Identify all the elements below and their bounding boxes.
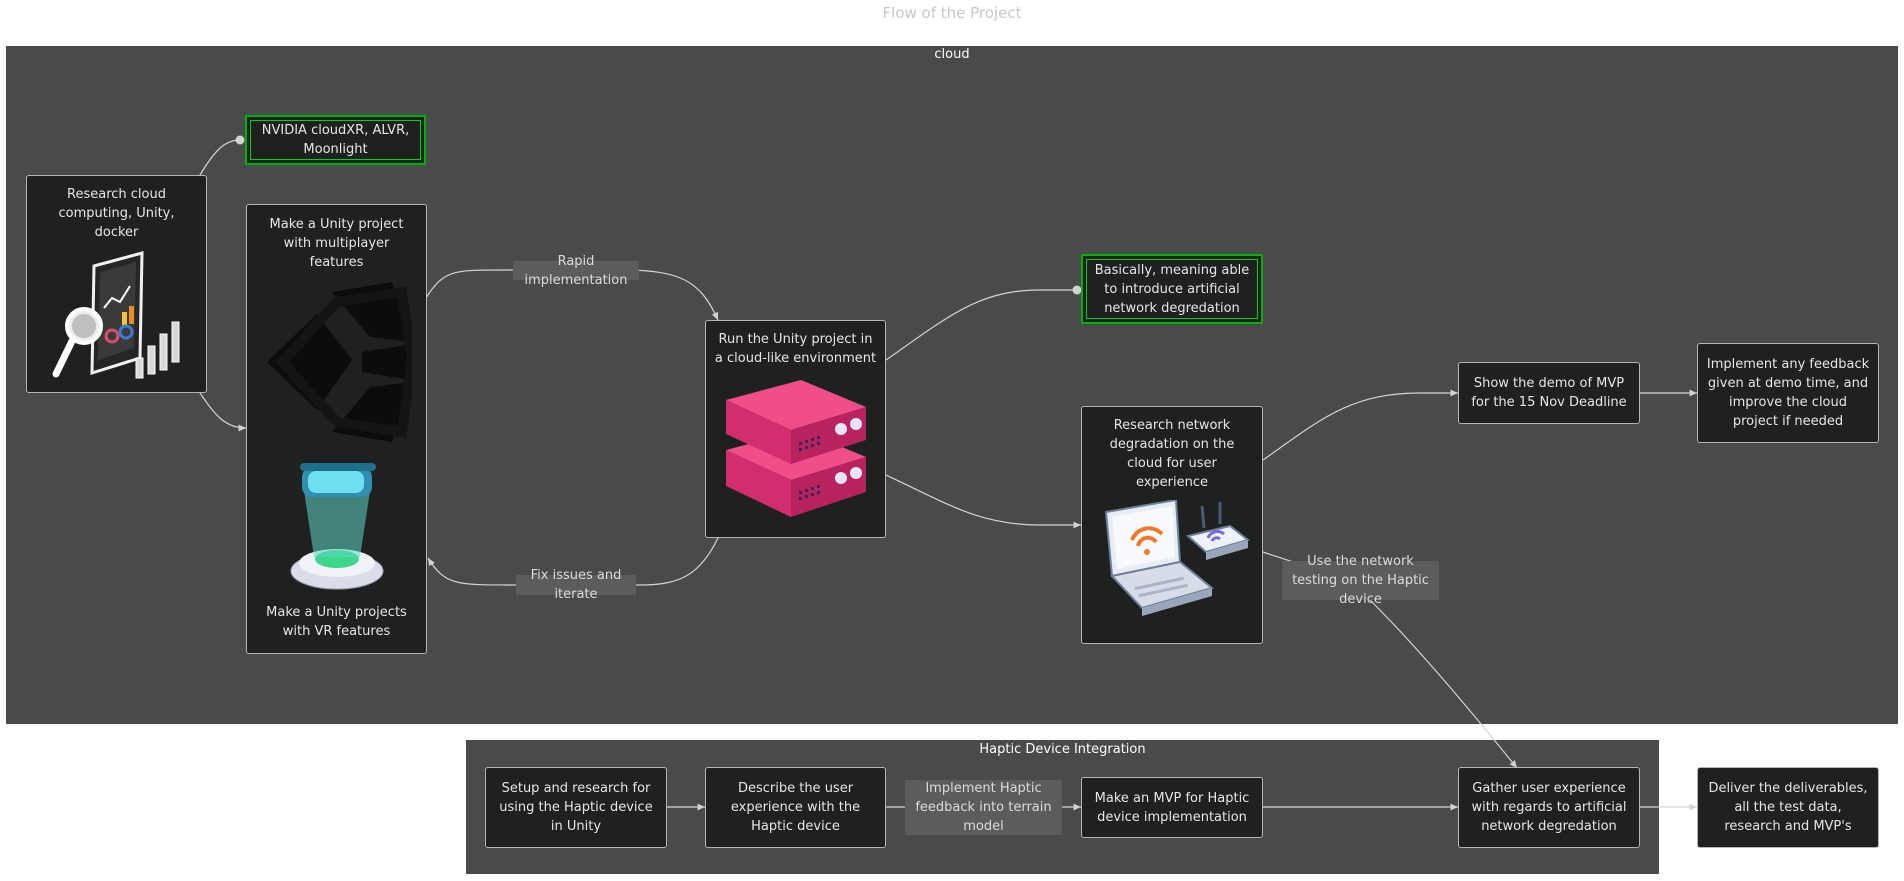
node-research-network-label: Research network degradation on the clou… — [1109, 418, 1235, 490]
node-run-unity-label: Run the Unity project in a cloud-like en… — [714, 332, 877, 366]
node-deliver[interactable]: Deliver the deliverables, all the test d… — [1697, 767, 1879, 848]
edge-run-to-research-network — [885, 474, 1081, 529]
edge-basically-circle-end — [1072, 285, 1082, 295]
node-unity-multiplayer-label: Make a Unity project with multiplayer fe… — [269, 217, 404, 270]
edge-research-network-to-demo — [1262, 389, 1458, 461]
diagram-title: Flow of the Project — [882, 4, 1022, 22]
edge-label-rapid-implementation: Rapid implementation — [513, 254, 639, 288]
cloud-cluster-label: cloud — [934, 47, 970, 62]
node-research-cloud-label: Research cloud computing, Unity, docker — [58, 187, 175, 240]
note-nvidia-cloudxr: NVIDIA cloudXR, ALVR, Moonlight — [245, 115, 426, 165]
edge-label-implement-haptic: Implement Haptic feedback into terrain m… — [905, 780, 1062, 835]
analytics-tablet-magnifier-icon — [52, 251, 179, 379]
note-network-degredation: Basically, meaning able to introduce art… — [1081, 254, 1263, 324]
edge-nvidia-circle-end — [235, 135, 245, 145]
edge-label-network-testing: Use the network testing on the Haptic de… — [1282, 554, 1439, 607]
laptop-wifi-router-icon — [1104, 500, 1251, 616]
edge-run-to-basically — [885, 289, 1076, 361]
node-describe-ux[interactable]: Describe the user experience with the Ha… — [705, 767, 886, 848]
edge-research-to-nvidia — [199, 139, 241, 176]
edge-research-to-unity — [199, 392, 247, 432]
node-setup-haptic[interactable]: Setup and research for using the Haptic … — [485, 767, 667, 848]
node-make-mvp[interactable]: Make an MVP for Haptic device implementa… — [1081, 777, 1263, 838]
node-unity-vr-label: Make a Unity projects with VR features — [266, 604, 407, 639]
node-research-network[interactable]: Research network degradation on the clou… — [1081, 406, 1263, 644]
node-gather-ux[interactable]: Gather user experience with regards to a… — [1458, 767, 1640, 848]
node-run-unity-cloud[interactable]: Run the Unity project in a cloud-like en… — [705, 320, 886, 538]
unity-logo-icon — [266, 282, 412, 443]
haptic-cluster-label: Haptic Device Integration — [979, 742, 1146, 757]
vr-headset-hologram-icon — [290, 462, 383, 590]
node-research-cloud[interactable]: Research cloud computing, Unity, docker — [26, 175, 207, 393]
server-stack-icon — [725, 380, 866, 517]
node-implement-feedback[interactable]: Implement any feedback given at demo tim… — [1697, 343, 1879, 443]
node-unity-projects[interactable]: Make a Unity project with multiplayer fe… — [246, 204, 427, 654]
edge-label-fix-issues: Fix issues and iterate — [516, 568, 636, 602]
node-show-demo[interactable]: Show the demo of MVP for the 15 Nov Dead… — [1458, 362, 1640, 424]
